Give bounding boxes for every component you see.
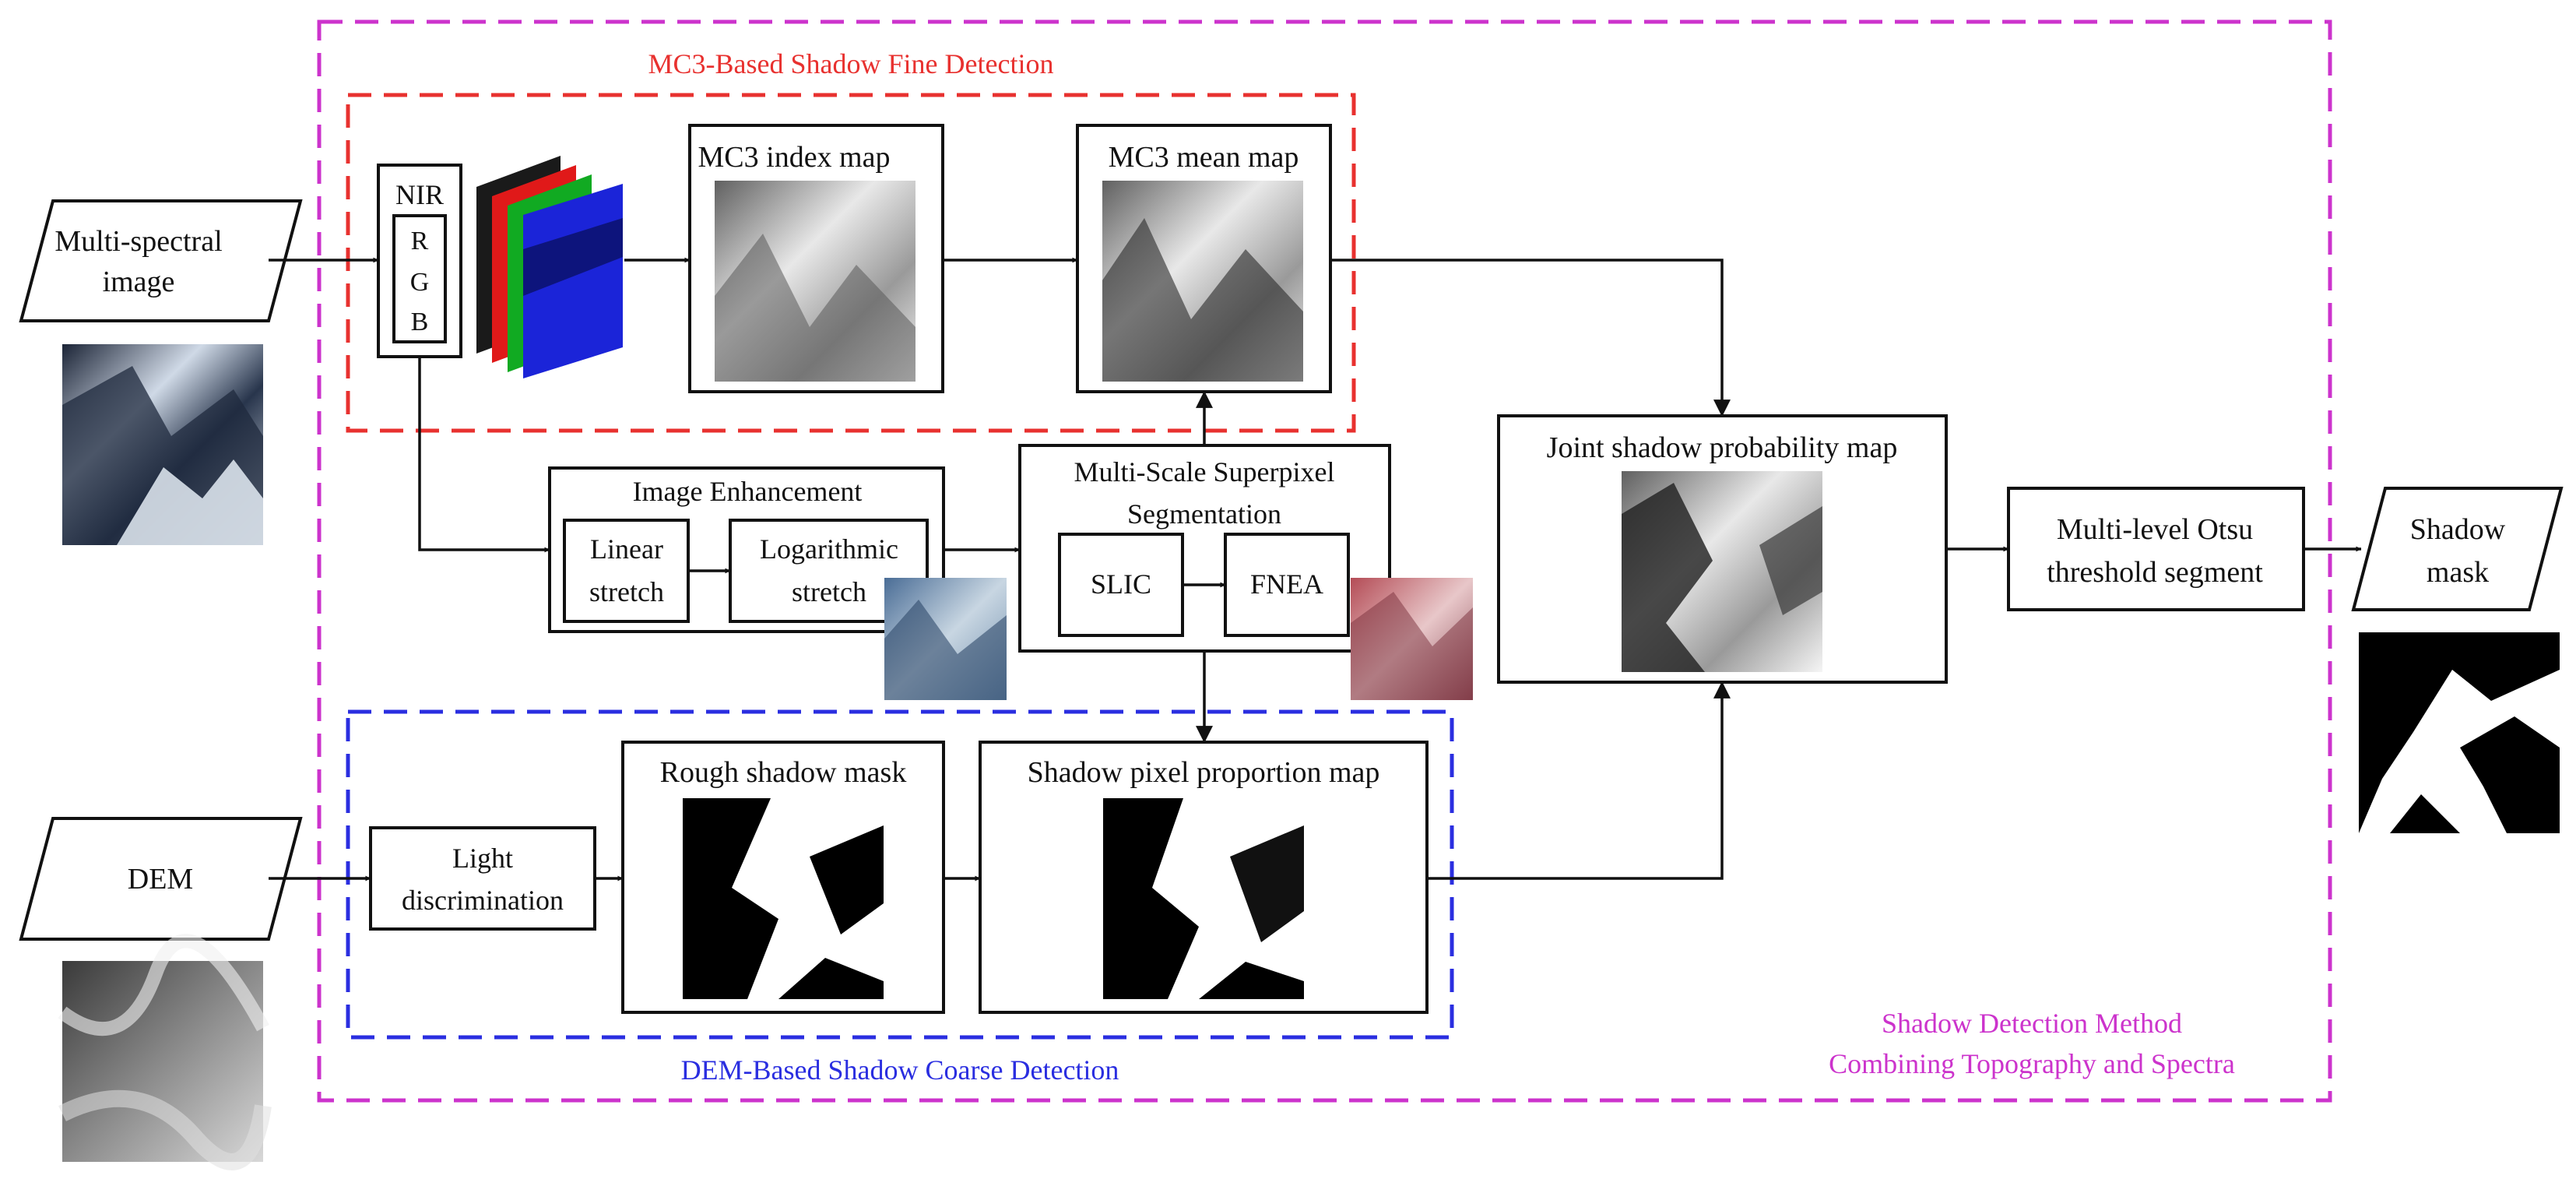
mc3-index-title: MC3 index map xyxy=(698,141,891,174)
segmentation-thumbnail xyxy=(1351,578,1473,700)
light-discrimination-line1: Light xyxy=(452,843,513,874)
shadow-mask-output: Shadow mask xyxy=(2351,487,2564,611)
dem-label: DEM xyxy=(128,863,193,896)
edge-proportion-to-joint xyxy=(1427,681,1731,880)
slic-box xyxy=(1058,533,1184,637)
band-nir-label: NIR xyxy=(395,179,444,210)
log-stretch-line1: Logarithmic xyxy=(760,533,898,565)
superpixel-node: Multi-Scale Superpixel Segmentation SLIC… xyxy=(1018,444,1391,653)
multispectral-label-line1: Multi-spectral xyxy=(54,225,222,258)
band-box: NIR R G B xyxy=(377,164,462,358)
superpixel-title-line2: Segmentation xyxy=(1127,498,1281,530)
fine-region-title: MC3-Based Shadow Fine Detection xyxy=(648,48,1054,79)
dem-input: DEM xyxy=(19,817,303,941)
linear-stretch-line1: Linear xyxy=(590,533,663,565)
joint-probability-node: Joint shadow probability map xyxy=(1497,414,1948,684)
multispectral-label-line2: image xyxy=(103,266,175,298)
coarse-region-title: DEM-Based Shadow Coarse Detection xyxy=(681,1054,1119,1086)
mc3-mean-title: MC3 mean map xyxy=(1109,141,1299,174)
enhancement-title: Image Enhancement xyxy=(633,476,863,507)
outer-region-title-line1: Shadow Detection Method xyxy=(1882,1008,2182,1039)
output-line2: mask xyxy=(2427,556,2489,589)
band-r-label: R xyxy=(411,227,429,255)
linear-stretch-line2: stretch xyxy=(589,576,664,607)
edge-mean-to-joint xyxy=(1330,259,1731,417)
rough-shadow-title: Rough shadow mask xyxy=(660,756,907,789)
band-stack-image xyxy=(476,156,623,378)
edge-bands-to-enhancement xyxy=(418,357,550,553)
shadow-mask-thumbnail xyxy=(2359,632,2560,833)
light-discrimination-line2: discrimination xyxy=(402,885,564,916)
proportion-title: Shadow pixel proportion map xyxy=(1028,756,1380,789)
linear-stretch-box xyxy=(563,519,690,623)
fnea-label: FNEA xyxy=(1250,568,1323,600)
dem-thumbnail xyxy=(58,934,272,1170)
proportion-node: Shadow pixel proportion map xyxy=(979,741,1429,1014)
fine-detection-region xyxy=(346,93,1356,433)
enhanced-thumbnail xyxy=(884,578,1007,700)
band-g-label: G xyxy=(410,268,430,297)
slic-label: SLIC xyxy=(1091,568,1151,600)
outer-region-title-line2: Combining Topography and Spectra xyxy=(1829,1048,2235,1079)
rough-shadow-node: Rough shadow mask xyxy=(621,741,945,1014)
multispectral-thumbnail xyxy=(62,344,263,545)
fnea-box xyxy=(1224,533,1350,637)
log-stretch-line2: stretch xyxy=(792,576,866,607)
mc3-mean-node: MC3 mean map xyxy=(1076,124,1332,393)
otsu-node: Multi-level Otsu threshold segment xyxy=(2007,487,2305,611)
mc3-index-node: MC3 index map xyxy=(688,124,944,393)
band-b-label: B xyxy=(411,308,429,336)
multispectral-input: Multi-spectral image xyxy=(19,199,303,322)
coarse-detection-region xyxy=(346,709,1454,1040)
outer-method-region xyxy=(317,19,2332,1103)
output-line1: Shadow xyxy=(2410,513,2506,546)
superpixel-title-line1: Multi-Scale Superpixel xyxy=(1074,456,1335,487)
joint-probability-title: Joint shadow probability map xyxy=(1547,431,1898,464)
edges xyxy=(269,257,2362,882)
light-discrimination-node: Light discrimination xyxy=(369,826,596,931)
enhancement-node: Image Enhancement Linear stretch Logarit… xyxy=(548,466,945,633)
otsu-line1: Multi-level Otsu xyxy=(2057,513,2253,546)
otsu-line2: threshold segment xyxy=(2047,556,2263,589)
